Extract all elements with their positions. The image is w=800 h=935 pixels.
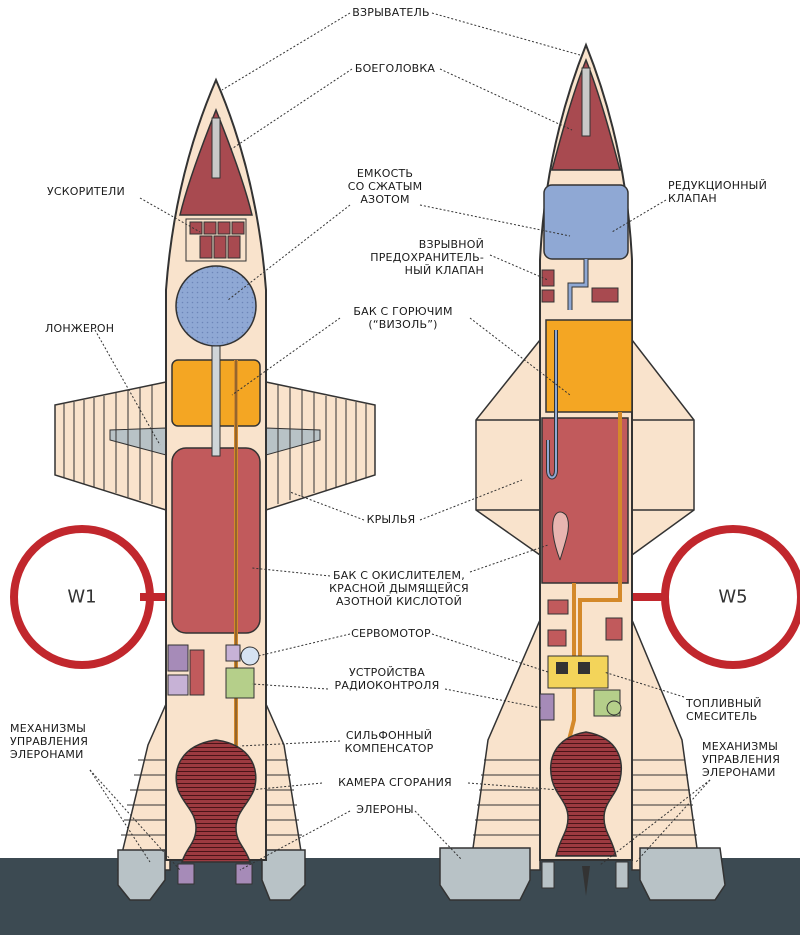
label-boosters: УСКОРИТЕЛИ (47, 185, 125, 198)
label-radio-control: УСТРОЙСТВА РАДИОКОНТРОЛЯ (334, 666, 440, 692)
rocket-w1 (10, 77, 376, 901)
label-oxidizer-tank: БАК С ОКИСЛИТЕЛЕМ, КРАСНОЙ ДЫМЯЩЕЙСЯ АЗО… (329, 569, 469, 608)
nitrogen-tank-w5 (543, 184, 629, 260)
chamber-w5 (550, 731, 622, 857)
label-bellows: СИЛЬФОННЫЙ КОМПЕНСАТОР (344, 729, 434, 755)
wings-w1 (54, 381, 376, 512)
badge-ring-w5 (661, 525, 800, 669)
label-wings: КРЫЛЬЯ (366, 513, 416, 526)
label-burst-valve: ВЗРЫВНОЙ ПРЕДОХРАНИТЕЛЬ- НЫЙ КЛАПАН (370, 238, 484, 277)
oxidizer-tank-w1 (171, 447, 261, 634)
wings-w5 (475, 337, 695, 557)
label-servomotor: СЕРВОМОТОР (351, 627, 431, 640)
label-fuel-mixer: ТОПЛИВНЫЙ СМЕСИТЕЛЬ (686, 697, 762, 723)
chamber-w1 (175, 739, 257, 863)
badge-label-w1: W1 (67, 586, 97, 608)
label-fuze: ВЗРЫВАТЕЛЬ (352, 6, 430, 19)
label-chamber: КАМЕРА СГОРАНИЯ (338, 776, 452, 789)
fuel-tank-w5 (545, 319, 633, 413)
boosters-w1 (185, 218, 247, 262)
leader-lines (89, 12, 711, 871)
nitrogen-tank-w1 (175, 265, 257, 347)
label-fuel-tank: БАК С ГОРЮЧИМ (“ВИЗОЛЬ”) (353, 305, 453, 331)
label-spar: ЛОНЖЕРОН (45, 322, 115, 335)
label-nitrogen-tank: ЕМКОСТЬ СО СЖАТЫМ АЗОТОМ (347, 167, 423, 206)
label-aileron-mech-left: МЕХАНИЗМЫ УПРАВЛЕНИЯ ЭЛЕРОНАМИ (10, 722, 89, 761)
rocket-w5 (439, 42, 800, 901)
label-warhead: БОЕГОЛОВКА (354, 62, 436, 75)
badge-ring-w1 (10, 525, 154, 669)
label-ailerons: ЭЛЕРОНЫ (356, 803, 414, 816)
label-reducing-valve: РЕДУКЦИОННЫЙ КЛАПАН (668, 179, 767, 205)
badge-label-w5: W5 (718, 586, 748, 608)
label-aileron-mech-right: МЕХАНИЗМЫ УПРАВЛЕНИЯ ЭЛЕРОНАМИ (702, 740, 781, 779)
